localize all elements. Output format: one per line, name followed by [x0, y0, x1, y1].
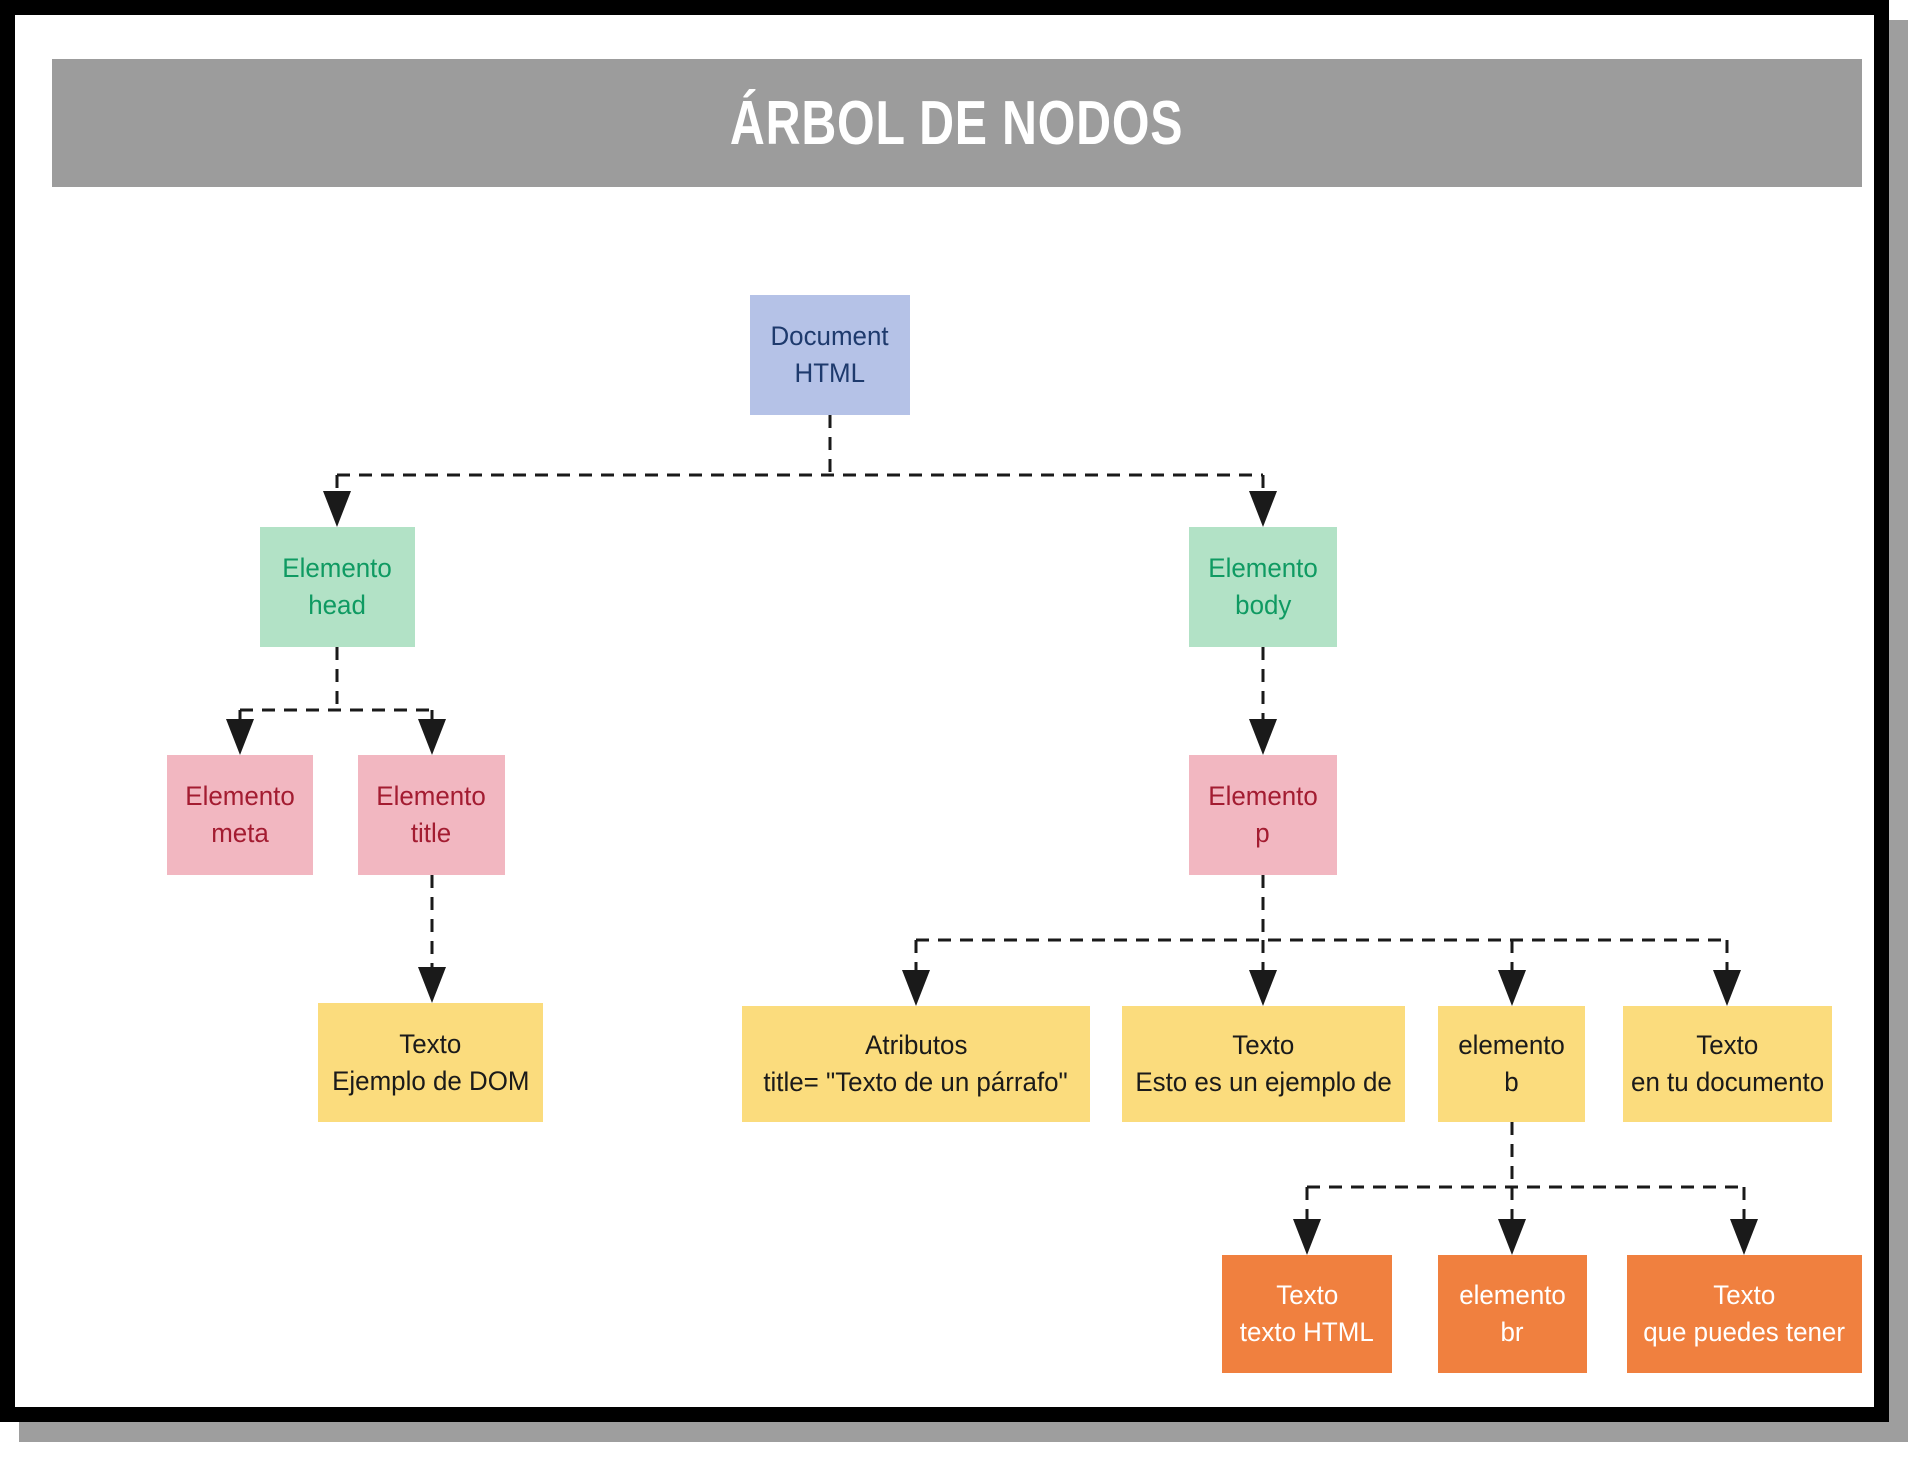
title-bar: ÁRBOL DE NODOS	[52, 59, 1862, 187]
node-label: title= "Texto de un párrafo"	[763, 1067, 1069, 1097]
node-elemento-p: Elemento p	[1189, 755, 1337, 875]
edge-document-children	[335, 415, 1265, 495]
edge-p-children	[914, 875, 1729, 974]
node-elemento-br: elemento br	[1438, 1255, 1587, 1373]
node-label: Elemento	[185, 781, 295, 811]
node-label: Ejemplo de DOM	[331, 1065, 530, 1096]
node-label: HTML	[794, 358, 866, 388]
arrowhead-texto-tener	[1730, 1219, 1758, 1255]
node-label: Texto	[1713, 1280, 1776, 1310]
node-label: Texto	[1696, 1030, 1759, 1060]
tree-connectors	[226, 415, 1758, 1255]
node-label: que puedes tener	[1643, 1317, 1846, 1347]
node-elemento-meta: Elemento meta	[167, 755, 313, 875]
arrowhead-meta	[226, 719, 254, 755]
node-texto-texto-html: Texto texto HTML	[1222, 1255, 1392, 1373]
node-label: body	[1234, 590, 1292, 620]
node-label: Atributos	[864, 1030, 968, 1060]
arrowhead-atributos	[902, 970, 930, 1006]
node-label: Texto	[1232, 1030, 1295, 1060]
node-atributos-title: Atributos title= "Texto de un párrafo"	[742, 1006, 1090, 1122]
arrowhead-elemento-br	[1498, 1219, 1526, 1255]
node-label: Elemento	[1208, 781, 1318, 811]
arrowhead-texto-html	[1293, 1219, 1321, 1255]
edge-head-children	[238, 647, 434, 727]
node-label: Elemento	[282, 553, 393, 583]
node-label: Elemento	[1208, 553, 1318, 583]
node-texto-ejemplo-dom: Texto Ejemplo de DOM	[318, 1003, 543, 1122]
arrowhead-texto-doc	[1713, 970, 1741, 1006]
arrowhead-body	[1249, 491, 1277, 527]
node-label: meta	[211, 818, 269, 848]
node-texto-en-tu-documento: Texto en tu documento	[1623, 1006, 1832, 1122]
page-title: ÁRBOL DE NODOS	[730, 88, 1184, 158]
arrowhead-head	[323, 491, 351, 527]
node-texto-que-puedes-tener: Texto que puedes tener	[1627, 1255, 1862, 1373]
node-label: texto HTML	[1240, 1317, 1374, 1347]
node-elemento-b: elemento b	[1438, 1006, 1585, 1122]
node-label: Elemento	[376, 781, 487, 811]
node-label: en tu documento	[1630, 1067, 1825, 1097]
node-label: title	[411, 818, 452, 848]
arrowhead-elemento-b	[1498, 970, 1526, 1006]
node-label: Texto	[399, 1028, 462, 1059]
node-label: Esto es un ejemplo de	[1135, 1067, 1392, 1097]
diagram-page: ÁRBOL DE NODOS Document HTML El	[0, 0, 1889, 1422]
arrowhead-texto-esto	[1249, 970, 1277, 1006]
node-elemento-head: Elemento head	[260, 527, 415, 647]
node-texto-esto-es: Texto Esto es un ejemplo de	[1122, 1006, 1405, 1122]
node-label: Document	[770, 321, 890, 351]
edge-b-children	[1305, 1122, 1746, 1223]
node-label: p	[1255, 818, 1271, 848]
node-elemento-body: Elemento body	[1189, 527, 1337, 647]
node-elemento-title: Elemento title	[358, 755, 505, 875]
node-document-html: Document HTML	[750, 295, 910, 415]
node-label: b	[1504, 1067, 1519, 1097]
arrowhead-texto-dom	[418, 967, 446, 1003]
node-label: head	[308, 590, 367, 620]
arrowhead-p	[1249, 719, 1277, 755]
node-label: elemento	[1458, 1030, 1565, 1060]
node-label: br	[1500, 1317, 1525, 1347]
node-label: elemento	[1459, 1280, 1566, 1310]
arrowhead-title	[418, 719, 446, 755]
node-label: Texto	[1276, 1280, 1338, 1310]
